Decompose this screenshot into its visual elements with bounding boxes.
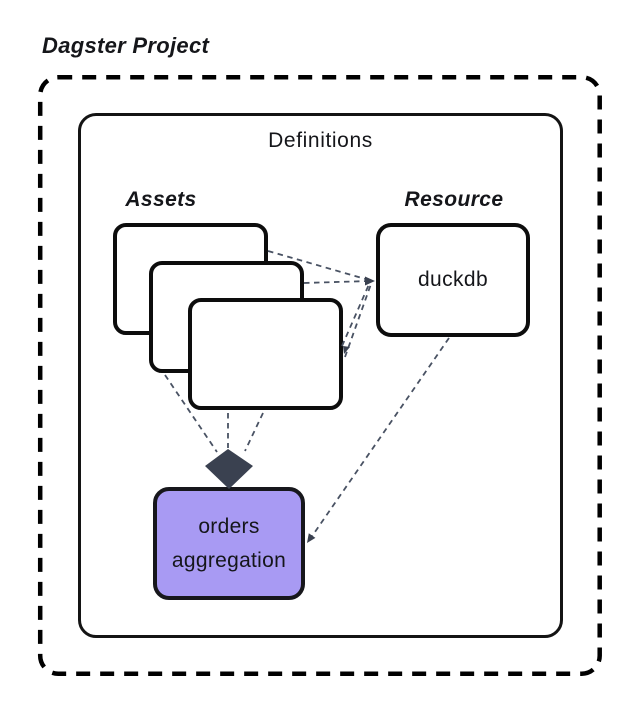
asset-card-front [188,298,343,410]
assets-group-label: Assets [125,188,197,211]
asset-node-orders-aggregation: orders aggregation [153,487,305,600]
project-title: Dagster Project [42,33,210,58]
definitions-label: Definitions [268,129,373,152]
resource-group-label: Resource [404,188,504,211]
resource-node-duckdb: duckdb [376,223,530,337]
